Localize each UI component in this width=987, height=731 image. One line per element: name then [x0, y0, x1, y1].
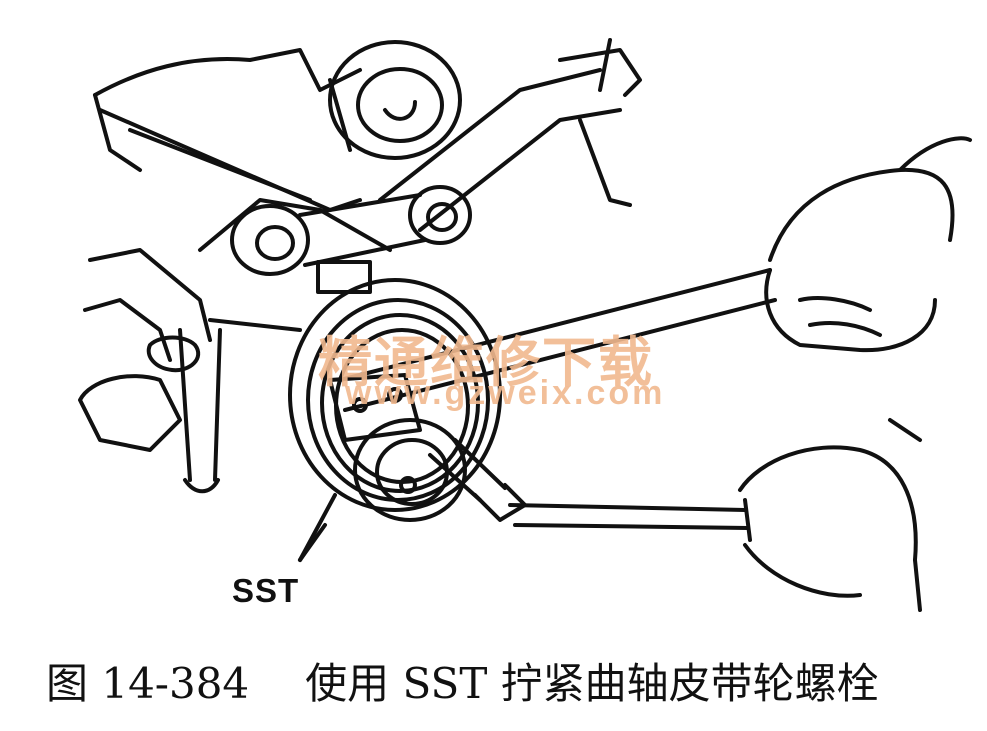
- figure-caption: 图 14-384 使用 SST 拧紧曲轴皮带轮螺栓: [46, 650, 879, 711]
- engine-block: [78, 48, 392, 494]
- watermark-chinese: 精通维修下载: [318, 330, 654, 394]
- idler-pulley: [328, 40, 462, 160]
- sst-leader-lines: [298, 493, 337, 562]
- figure-number: 图 14-384: [46, 659, 250, 708]
- sst-label: SST: [232, 572, 300, 609]
- right-hand-top: [764, 136, 972, 353]
- tensioner-pulleys: [230, 185, 472, 294]
- sst-holder-bar: [328, 268, 777, 442]
- caption-text: 使用 SST 拧紧曲轴皮带轮螺栓: [305, 659, 879, 708]
- crankshaft-pulley-illustration: [78, 38, 972, 612]
- lower-hand: [738, 418, 922, 612]
- bracket-arm: [378, 38, 642, 232]
- sst-socket-wrench: [353, 418, 752, 542]
- watermark-url: www.gzweix.com: [345, 374, 666, 412]
